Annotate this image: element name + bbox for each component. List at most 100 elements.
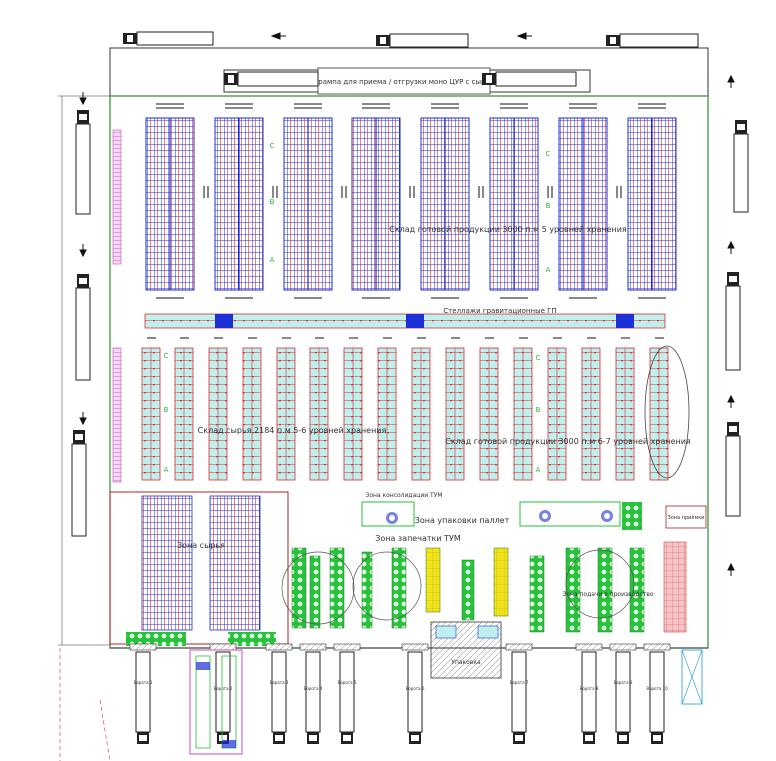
packaging-zone: Зона консолидации ТУМ Зона упаковки палл… [361, 492, 707, 543]
dock-label-7: Ворота 7 [510, 680, 529, 685]
arrow-up-icon-4 [727, 562, 735, 576]
upper-rack-4 [351, 103, 415, 299]
truck-right-3 [725, 422, 741, 517]
row-letter-upper-6: A [546, 266, 551, 274]
upper-rack-block [145, 103, 677, 299]
lower-rack-12 [513, 337, 533, 481]
cross-corridor-label: Стеллажи гравитационные ГП [443, 307, 556, 315]
top-ramp-canopy: закрытая рампа для приема / отгрузки мон… [223, 67, 591, 95]
arrow-up-icon-3 [727, 394, 735, 408]
dimension-line [58, 95, 110, 646]
left-wall-rack-bottom [112, 347, 122, 483]
upper-rack-8 [627, 103, 677, 299]
truck-group [71, 31, 749, 744]
lower-rack-3 [208, 337, 228, 481]
truck-top-3 [606, 33, 699, 48]
truck-bottom-4 [305, 651, 321, 744]
truck-bottom-2 [215, 651, 231, 744]
arrow-up-icon-2 [727, 240, 735, 254]
truck-top-1 [123, 31, 214, 46]
staging-block-3 [329, 547, 345, 629]
dock-5 [333, 643, 361, 651]
lower-rack-11 [479, 337, 499, 481]
dock-label-5: Ворота 5 [338, 680, 357, 685]
truck-bottom-8 [581, 651, 597, 744]
receiving-note-box [665, 505, 707, 529]
row-letter-upper-4: C [546, 150, 551, 158]
truck-bottom-7 [511, 651, 527, 744]
row-letter-lower-6: A [536, 466, 541, 474]
dock-label-3: Ворота 3 [270, 680, 289, 685]
packaging-station: Упаковка [430, 621, 502, 679]
canopy-label: закрытая рампа для приема / отгрузки мон… [281, 78, 526, 86]
row-letter-upper-2: B [270, 198, 275, 206]
dock-label-1: Ворота 1 [134, 680, 153, 685]
lower-rack-5 [276, 337, 296, 481]
dock-label-9: Ворота 9 [614, 680, 633, 685]
dock-10 [643, 643, 671, 651]
truck-top-2 [376, 33, 469, 48]
lower-rack-1 [141, 337, 161, 481]
lower-rack-10 [445, 337, 465, 481]
lower-rack-6 [309, 337, 329, 481]
lower-rack-15 [615, 337, 635, 481]
access-road [59, 648, 243, 761]
truck-left-1 [75, 110, 91, 215]
arrow-up-icon-1 [727, 74, 735, 88]
right-outbuilding [681, 649, 703, 705]
staging-block-4 [361, 551, 373, 629]
dock-4 [299, 643, 327, 651]
row-letter-lower-4: C [536, 354, 541, 362]
row-letter-upper-1: C [270, 142, 275, 150]
staging-block-7 [461, 559, 475, 621]
turning-circles [281, 549, 635, 625]
packaging-station-label: Упаковка [451, 659, 481, 666]
lower-rack-9 [411, 337, 431, 481]
consolidation-label: Зона консолидации ТУМ [365, 492, 442, 499]
staging-block-8 [493, 547, 509, 617]
arrow-left-icon-1 [270, 32, 286, 40]
upper-storage-label: Склад готовой продукции 3000 п.м 5 уровн… [389, 225, 627, 234]
truck-left-3 [71, 430, 87, 537]
row-letter-lower-2: B [164, 406, 169, 414]
dock-label-8: Ворота 8 [580, 686, 599, 691]
truck-bottom-3 [271, 651, 287, 744]
truck-bottom-10 [649, 651, 665, 744]
row-letter-lower-5: B [536, 406, 541, 414]
arrow-down-icon-1 [79, 92, 87, 106]
left-wall-rack-top [112, 129, 122, 265]
prod-supply-label: Зона подачи в производство [562, 591, 653, 598]
upper-rack-7 [558, 103, 622, 299]
truck-bottom-6 [407, 651, 423, 744]
row-letter-upper-5: B [546, 202, 551, 210]
lower-rack-16 [649, 337, 669, 481]
truck-canopy-left [224, 71, 319, 87]
staging-block-2 [309, 555, 321, 629]
dock-9 [609, 643, 637, 651]
dock-label-6: Ворота 6 [406, 686, 425, 691]
arrow-down-icon-3 [79, 412, 87, 426]
row-letter-lower-1: C [164, 352, 169, 360]
staging-block-10 [565, 547, 581, 633]
staging-block-6 [425, 547, 441, 613]
upper-rack-3 [283, 103, 347, 299]
lower-rack-13 [547, 337, 567, 481]
truck-bottom-1 [135, 651, 151, 744]
arrow-down-icon-2 [79, 244, 87, 258]
upper-rack-2 [214, 103, 278, 299]
truck-bottom-5 [339, 651, 355, 744]
dock-7 [505, 643, 533, 651]
upper-rack-5 [420, 103, 484, 299]
lower-rack-14 [581, 337, 601, 481]
dock-1 [129, 643, 157, 651]
arrow-left-icon-2 [516, 32, 532, 40]
upper-rack-1 [145, 103, 209, 299]
dock-3 [265, 643, 293, 651]
staging-block-5 [391, 547, 407, 629]
lower-left-storage-label: Склад сырья 2184 п.м 5-6 уровней хранени… [198, 426, 387, 435]
lower-rack-block [141, 337, 669, 481]
staging-block-9 [529, 555, 545, 633]
